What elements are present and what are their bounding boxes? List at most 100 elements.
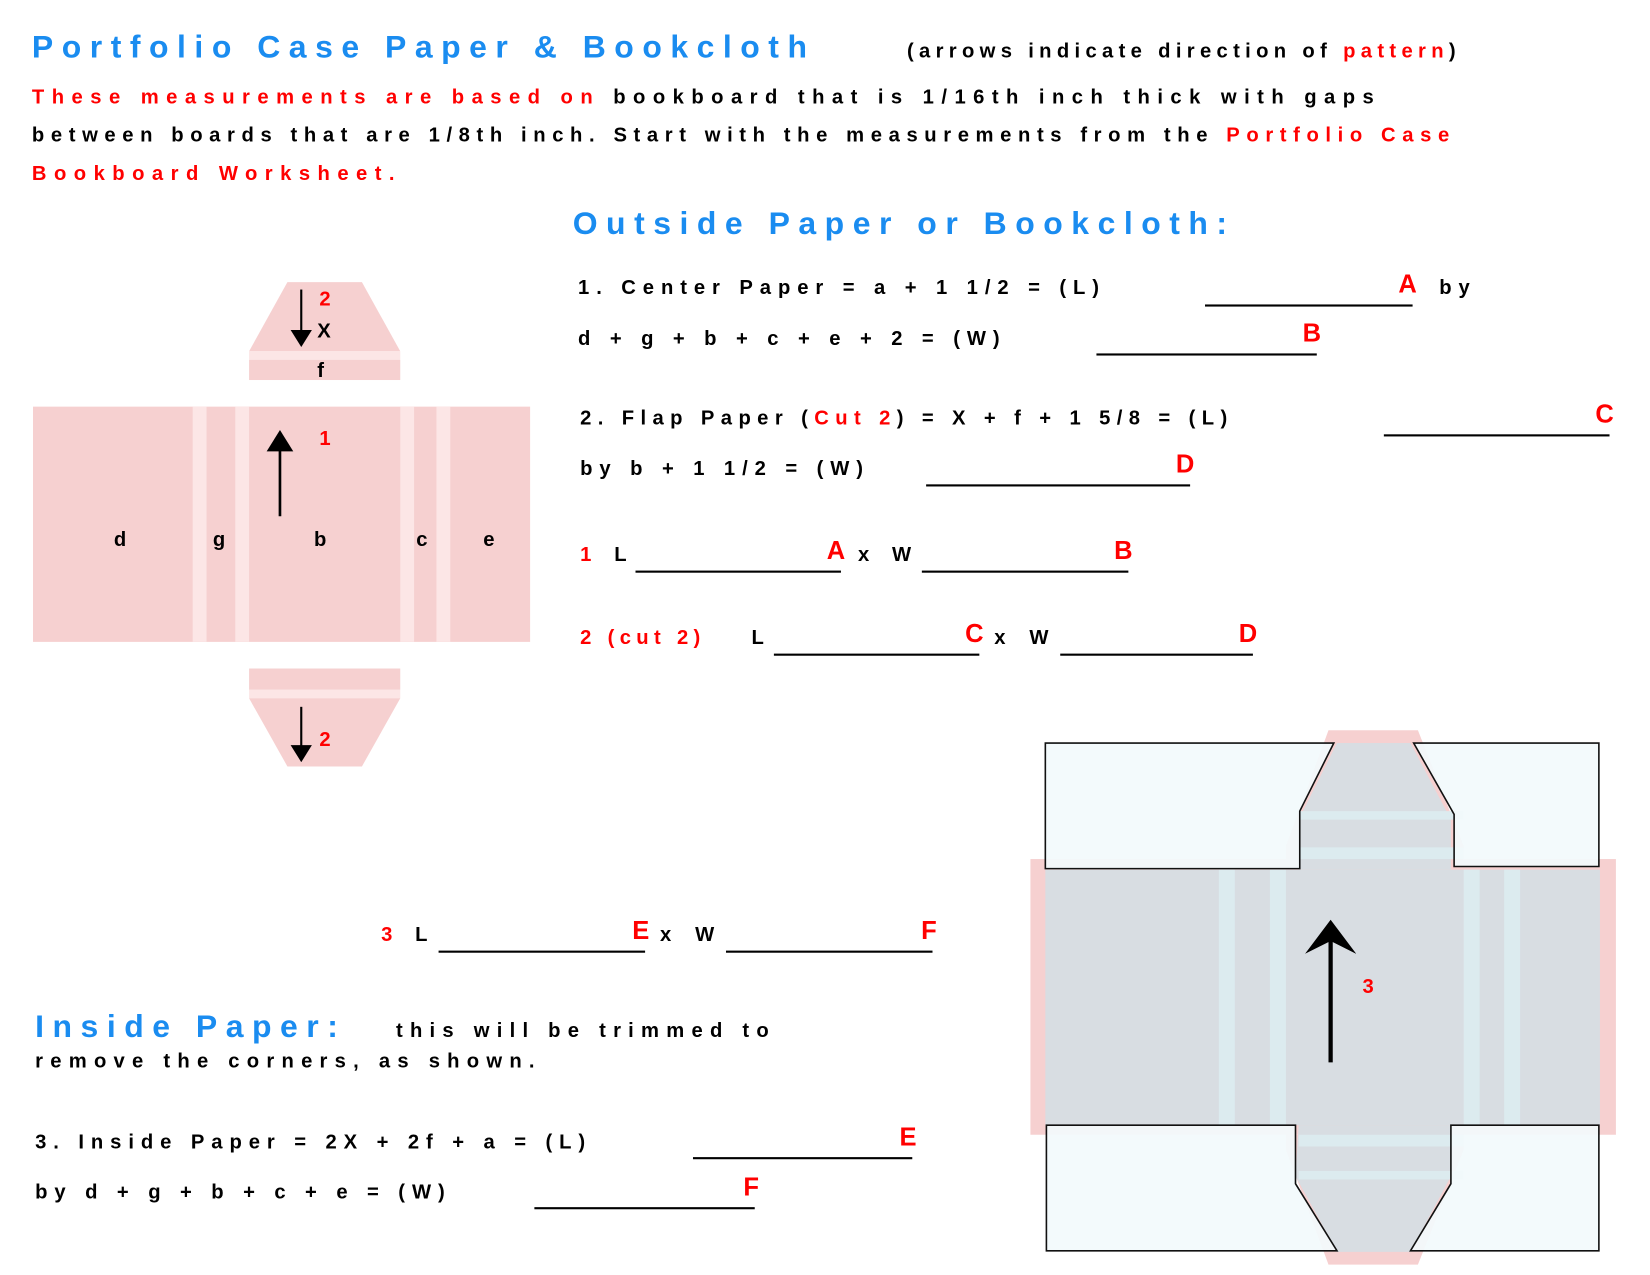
label-d: d <box>114 529 126 551</box>
outside-heading: Outside Paper or Bookcloth: <box>572 206 1236 242</box>
label-f: f <box>317 360 324 382</box>
gap-stripe <box>436 406 451 642</box>
blank-C[interactable]: C <box>1383 400 1614 437</box>
flap-cut-2: Cut 2 <box>814 407 897 431</box>
row-1-number: 1 <box>580 543 599 567</box>
label-D: D <box>1175 450 1195 480</box>
blank-E[interactable]: E <box>692 1123 917 1160</box>
gap-stripe <box>1218 869 1235 1126</box>
label-X: X <box>317 320 331 342</box>
row-3-number: 3 <box>381 923 400 947</box>
label-A: A <box>826 536 846 566</box>
row-3-W: W <box>695 923 722 947</box>
gap-stripe <box>1504 869 1521 1126</box>
intro-red: These measurements are based on <box>31 86 614 109</box>
label-e: e <box>483 529 494 551</box>
row-2-L: L <box>751 626 771 650</box>
intro-black: between boards that are 1/8th inch. Star… <box>31 124 1227 147</box>
label-g: g <box>213 529 225 551</box>
center-paper-length-formula: 1. Center Paper = a + 1 1/2 = (L) <box>578 276 1106 300</box>
flap-number: 2 <box>319 729 330 751</box>
gap-stripe <box>1463 869 1480 1126</box>
row-3-x: x <box>659 923 679 947</box>
flap-paper-length-formula: 2. Flap Paper (Cut 2) = X + f + 1 5/8 = … <box>580 408 1233 431</box>
inside-bottom-tab <box>1295 1125 1451 1252</box>
center-number: 1 <box>319 428 330 450</box>
intro-worksheet-link: Portfolio Case <box>1226 124 1456 147</box>
label-c: c <box>416 529 427 551</box>
gap-stripe <box>1298 1134 1464 1147</box>
center-paper-width-formula: d + g + b + c + e + 2 = (W) <box>578 327 1007 351</box>
row-2-number: 2 (cut 2) <box>580 626 706 650</box>
flap-text: 2. Flap Paper ( <box>580 407 815 431</box>
row-3-L: L <box>415 923 435 947</box>
gap-stripe <box>1298 811 1464 820</box>
gap-stripe <box>1298 847 1464 860</box>
top-tab-outline <box>1285 730 1464 860</box>
label-C: C <box>1595 400 1614 429</box>
label-E: E <box>899 1123 917 1152</box>
flap-number: 2 <box>319 289 330 311</box>
inside-paper-center <box>1045 869 1600 1126</box>
outside-paper-diagram: 2 X f 1 d g b c e 2 <box>32 282 531 767</box>
subtitle-close: ) <box>1448 40 1461 63</box>
label-D: D <box>1238 619 1258 649</box>
subtitle-text: (arrows indicate direction of <box>906 40 1344 63</box>
label-B: B <box>1114 536 1133 566</box>
row-1-blank-B[interactable]: B <box>921 537 1133 573</box>
label-b: b <box>314 529 326 551</box>
top-flap-trapezoid <box>249 282 401 352</box>
bottom-tab-outline <box>1285 1134 1464 1265</box>
label-F: F <box>743 1173 759 1202</box>
row-1-W: W <box>892 543 919 567</box>
row-1-x: x <box>857 543 877 567</box>
row-2-blank-C[interactable]: C <box>773 620 984 656</box>
inside-top-tab <box>1298 743 1451 870</box>
inside-paper-length-formula: 3. Inside Paper = 2X + 2f + a = (L) <box>35 1131 593 1154</box>
by-text: by <box>1439 276 1477 300</box>
row-1-blank-A[interactable]: A <box>635 537 845 573</box>
inside-heading: Inside Paper: <box>35 1009 347 1045</box>
row-2-x: x <box>994 626 1013 650</box>
blank-A[interactable]: A <box>1205 270 1417 307</box>
inside-paper-width-formula: by d + g + b + c + e = (W) <box>35 1181 452 1204</box>
subtitle-pattern: pattern <box>1343 40 1449 63</box>
center-paper <box>32 406 531 642</box>
top-flap-gap <box>249 351 401 360</box>
row-3-blank-F[interactable]: F <box>725 917 937 953</box>
label-F: F <box>921 916 937 946</box>
row-2-blank-D[interactable]: D <box>1060 620 1257 656</box>
bottom-flap-gap <box>249 689 401 699</box>
flap-paper-width-formula: by b + 1 1/2 = (W) <box>580 457 870 481</box>
trim-corner-top-left <box>1044 742 1336 870</box>
flap-text: ) = X + f + 1 5/8 = (L) <box>896 407 1234 431</box>
row-3-blank-E[interactable]: E <box>438 917 649 953</box>
gap-stripe <box>192 406 207 642</box>
blank-F[interactable]: F <box>534 1173 759 1210</box>
label-B: B <box>1302 319 1322 349</box>
trim-corner-bottom-left <box>1045 1124 1339 1252</box>
intro-line-3: Bookboard Worksheet. <box>31 162 402 186</box>
page-title: Portfolio Case Paper & Bookcloth <box>31 29 816 65</box>
bottom-flap-trapezoid <box>249 698 401 767</box>
trim-corner-top-right <box>1412 742 1600 868</box>
trim-corner-bottom-right <box>1409 1124 1600 1252</box>
blank-B[interactable]: B <box>1096 319 1321 356</box>
label-C: C <box>965 619 984 649</box>
intro-line-2: between boards that are 1/8th inch. Star… <box>32 125 1456 148</box>
gap-stripe <box>1269 869 1286 1126</box>
bottom-flap-f <box>249 668 401 690</box>
intro-black: bookboard that is 1/16th inch thick with… <box>613 86 1382 109</box>
label-A: A <box>1398 270 1417 300</box>
blank-D[interactable]: D <box>926 450 1194 487</box>
inside-number: 3 <box>1363 976 1374 998</box>
inside-note-2: remove the corners, as shown. <box>35 1050 542 1074</box>
row-2-W: W <box>1029 626 1056 650</box>
inside-note-1: this will be trimmed to <box>395 1019 777 1043</box>
gap-stripe <box>235 406 250 642</box>
intro-line-1: These measurements are based on bookboar… <box>32 86 1381 109</box>
gap-stripe <box>1298 1170 1464 1180</box>
outside-paper-outline <box>1030 859 1616 1135</box>
page-subtitle: (arrows indicate direction of pattern) <box>907 40 1461 63</box>
